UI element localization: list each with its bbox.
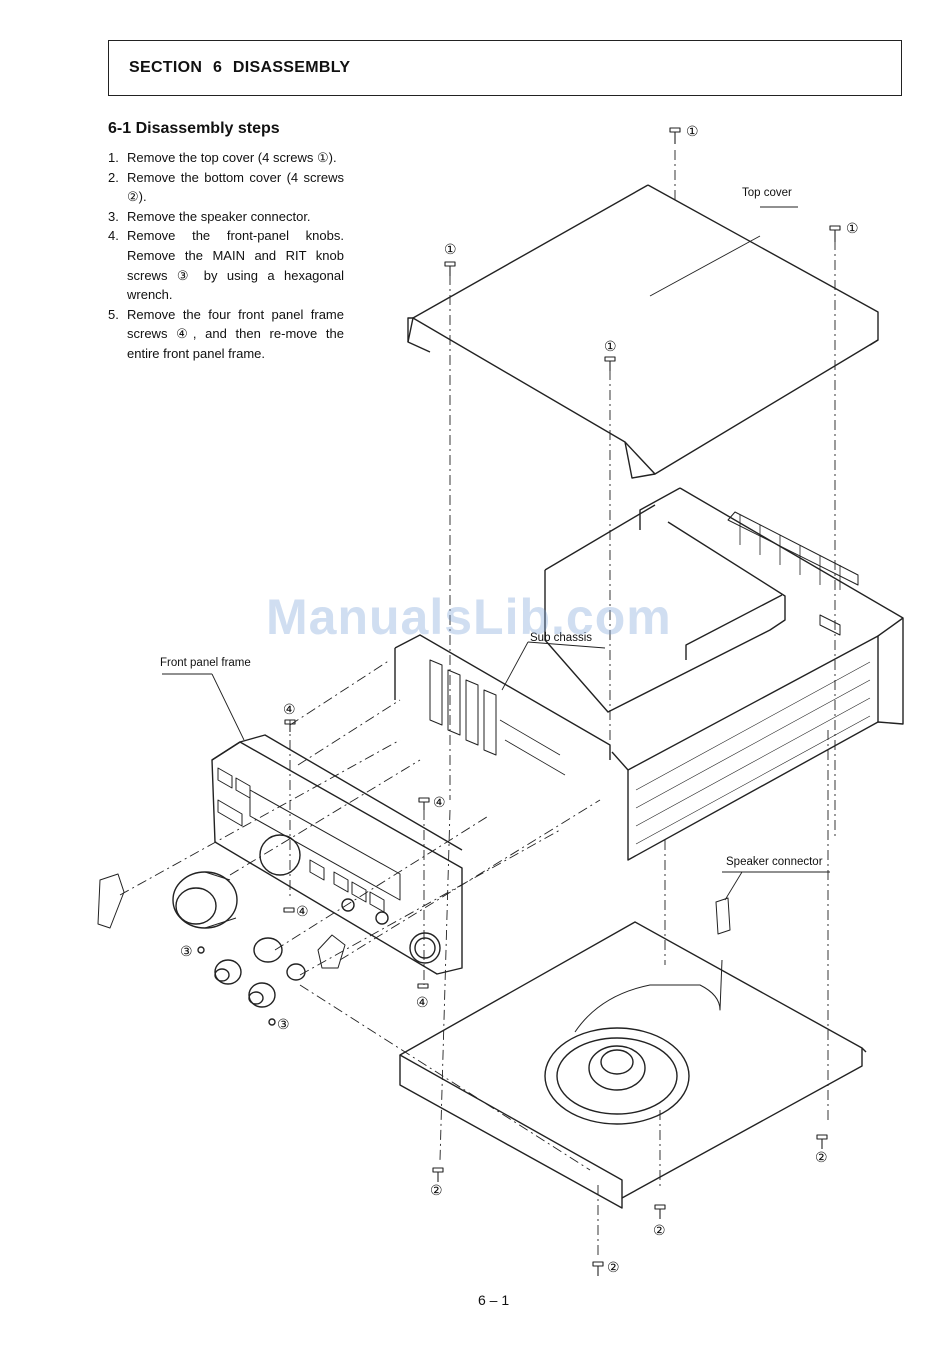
callout-4: ④ [283, 701, 296, 717]
callout-2: ② [607, 1259, 620, 1275]
list-item: 4.Remove the front-panel knobs. Remove t… [108, 228, 344, 303]
callout-1: ① [604, 338, 617, 354]
list-item: 5.Remove the four front panel frame scre… [108, 306, 344, 361]
callout-1: ① [686, 123, 699, 139]
bottom-cover-drawing [399, 871, 867, 1209]
callout-4: ④ [433, 794, 446, 810]
sub-chassis-label: Sub chassis [530, 632, 593, 644]
callout-3: ③ [180, 943, 193, 959]
screw-icons [283, 127, 841, 1276]
list-item: 1.Remove the top cover (4 screws ①). [108, 150, 337, 165]
front-panel-frame-label: Front panel frame [160, 657, 251, 669]
callout-4: ④ [296, 903, 309, 919]
page-number: 6 – 1 [478, 1292, 510, 1308]
callout-2: ② [815, 1149, 828, 1165]
list-item: 2.Remove the bottom cover (4 screws ②). [108, 169, 344, 205]
top-cover-label: Top cover [742, 187, 792, 199]
callout-1: ① [444, 241, 457, 257]
watermark: ManualsLib.com [266, 589, 672, 645]
callout-3: ③ [277, 1016, 290, 1032]
callout-1: ① [846, 220, 859, 236]
speaker-connector-label: Speaker connector [726, 856, 823, 868]
front-panel-frame-drawing [162, 673, 463, 975]
steps-list: 1.Remove the top cover (4 screws ①). 2.R… [108, 148, 344, 364]
top-cover-drawing [407, 184, 879, 479]
main-chassis-drawing [544, 487, 904, 861]
steps-title: 6-1 Disassembly steps [108, 120, 280, 137]
section-header: SECTION 6 DISASSEMBLY [108, 40, 902, 96]
callout-2: ② [430, 1182, 443, 1198]
sub-chassis-drawing [394, 634, 611, 776]
section-title: SECTION 6 DISASSEMBLY [129, 59, 351, 76]
knobs-drawing [97, 871, 346, 1026]
callout-2: ② [653, 1222, 666, 1238]
callout-4: ④ [416, 994, 429, 1010]
list-item: 3.Remove the speaker connector. [108, 208, 311, 224]
